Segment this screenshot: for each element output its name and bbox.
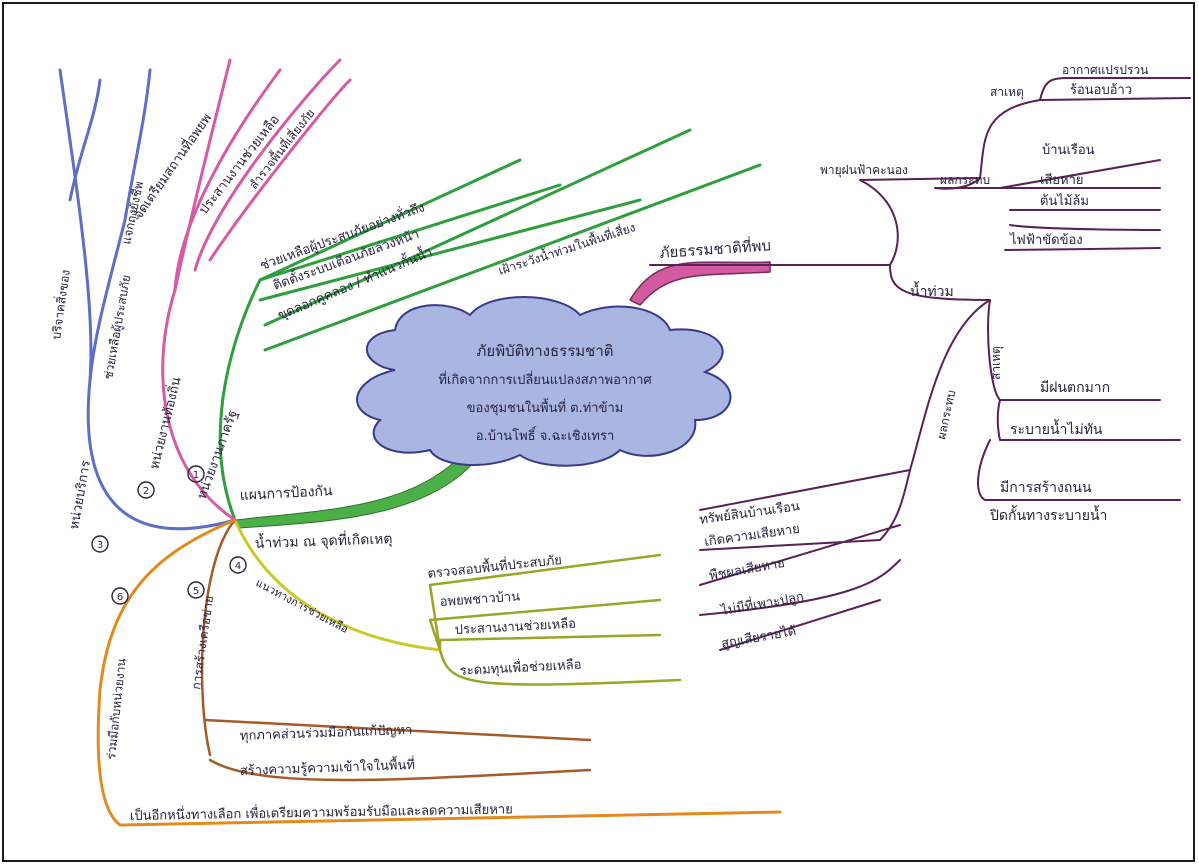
central-topic-line-2: ที่เกิดจากการเปลี่ยนแปลงสภาพอากาศ xyxy=(438,371,652,388)
response-title: แนวทางการช่วยเหลือ xyxy=(254,576,351,636)
community-items xyxy=(173,58,352,292)
marker-4-num: 4 xyxy=(235,561,241,572)
marker-5-num: 5 xyxy=(193,586,199,597)
marker-4 xyxy=(229,556,247,574)
branch-number-markers xyxy=(91,465,247,605)
right-branch-ribbon xyxy=(629,261,771,306)
storm-label: พายุฝนฟ้าคะนอง xyxy=(820,163,908,178)
flood-label: น้ำท่วม xyxy=(910,281,954,300)
flood-cause-item-4: ปิดกั้นทางระบายน้ำ xyxy=(990,505,1108,524)
storm-cause-item-2: ร้อนอบอ้าว xyxy=(1070,83,1132,98)
monk-items xyxy=(68,68,152,382)
marker-2 xyxy=(137,481,155,499)
marker-6-num: 6 xyxy=(117,592,123,603)
flood-cause-item-2: ระบายน้ำไม่ทัน xyxy=(1010,419,1103,438)
connector-lines xyxy=(58,58,1191,827)
marker-5 xyxy=(187,581,205,599)
flood-cause-items xyxy=(977,399,1181,501)
response-item-4: ระดมทุนเพื่อช่วยเหลือ xyxy=(459,656,582,679)
flood-cause-item-1: มีฝนตกมาก xyxy=(1040,380,1110,396)
prevention-plan: แผนการป้องกัน xyxy=(239,483,333,504)
right-branch-title: ภัยธรรมชาติที่พบ xyxy=(659,234,772,262)
marker-1-num: 1 xyxy=(193,470,199,481)
flood-cause-item-3: มีการสร้างถนน xyxy=(1000,480,1092,496)
marker-6 xyxy=(111,587,129,605)
flood-effect-line xyxy=(699,299,991,511)
storm-effect-item-2: เสียหาย xyxy=(1040,172,1083,188)
flood-cause-label: สาเหตุ xyxy=(989,346,1004,380)
flood-effect-items xyxy=(699,469,911,651)
storm-cause-line xyxy=(979,97,1191,179)
network-title: การสร้างเครือข่าย xyxy=(189,595,216,691)
network-items xyxy=(203,718,592,782)
storm-effect-line xyxy=(934,159,1161,190)
flood-cause-line xyxy=(987,299,1161,401)
response-sub: น้ำท่วม ณ จุดที่เกิดเหตุ xyxy=(254,528,392,552)
flood-effect-item-3: พืชผลเสียหาย xyxy=(708,555,786,584)
network-item-2: สร้างความรู้ความเข้าใจในพื้นที่ xyxy=(240,755,416,779)
central-topic-line-1: ภัยพิบัติทางธรรมชาติ xyxy=(477,342,614,360)
network-item-1: ทุกภาคส่วนร่วมมือกันแก้ปัญหา xyxy=(240,722,413,744)
monk-title: หน่วยบริการ xyxy=(67,459,94,530)
help-summary: เป็นอีกหนึ่งทางเลือก เพื่อเตรียมความพร้อ… xyxy=(130,799,513,824)
prevention-title: หน่วยงานภาครัฐ xyxy=(195,408,241,501)
prevention-items xyxy=(258,128,762,352)
marker-2-num: 2 xyxy=(143,486,149,497)
response-item-2: อพยพชาวบ้าน xyxy=(439,589,520,610)
storm-effect-item-4: ไฟฟ้าขัดข้อง xyxy=(1009,232,1083,248)
storm-cause-label: สาเหตุ xyxy=(990,85,1024,100)
flood-effect-item-5: สูญเสียรายได้ xyxy=(720,623,798,652)
central-cloud xyxy=(356,296,732,467)
prevention-item-4: เฝ้าระวังน้ำท่วมในพื้นที่เสี่ยง xyxy=(496,218,637,277)
storm-effect-items xyxy=(999,187,1161,251)
storm-line xyxy=(859,177,981,266)
flood-line xyxy=(889,264,991,301)
storm-effect-label: ผลกระทบ xyxy=(940,173,990,187)
help-line xyxy=(96,518,782,827)
network-line xyxy=(200,518,237,757)
help-title: ร่วมมือกับหน่วยงาน xyxy=(104,658,129,761)
marker-3-num: 3 xyxy=(97,540,103,551)
central-topic-line-4: อ.บ้านโพธิ์ จ.ฉะเชิงเทรา xyxy=(476,426,615,444)
marker-3 xyxy=(91,535,109,553)
marker-1 xyxy=(187,465,205,483)
storm-effect-item-3: ต้นไม้ล้ม xyxy=(1040,193,1089,209)
prevention-line xyxy=(218,158,522,522)
central-topic-line-3: ของชุมชนในพื้นที่ ต.ท่าข้าม xyxy=(467,398,624,416)
flood-effect-item-4: ไม่มีที่เพาะปลูก xyxy=(719,588,805,619)
response-item-3: ประสานงานช่วยเหลือ xyxy=(454,616,576,638)
flood-effect-label: ผลกระทบ xyxy=(934,389,958,441)
storm-cause-item-line xyxy=(1039,77,1191,101)
storm-cause-item-1: อากาศแปรปรวน xyxy=(1062,63,1148,77)
storm-effect-item-1: บ้านเรือน xyxy=(1042,142,1095,158)
response-items xyxy=(428,553,682,686)
cloud-shape xyxy=(356,296,732,467)
monk-item-1: บริจาคสิ่งของ xyxy=(47,269,73,341)
response-line xyxy=(233,518,442,652)
